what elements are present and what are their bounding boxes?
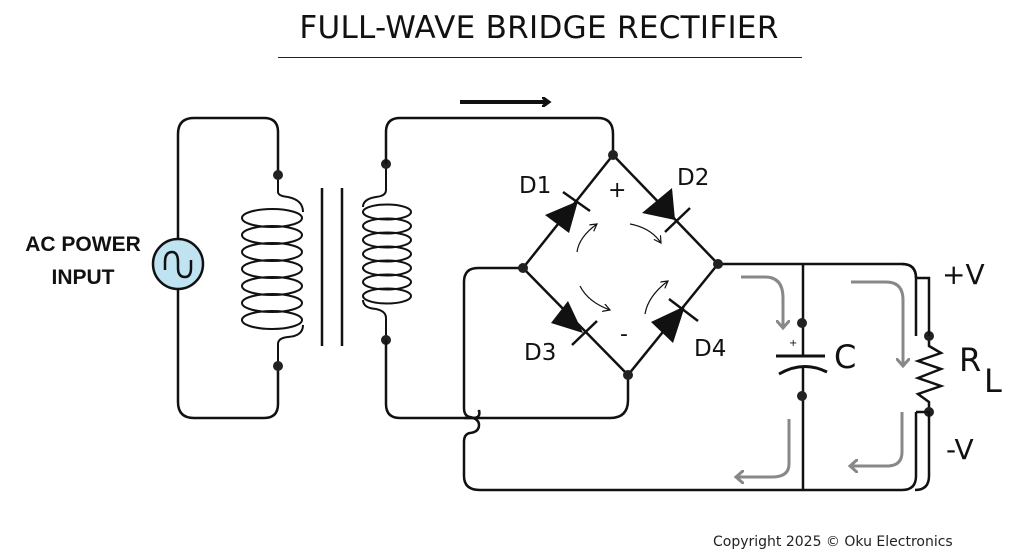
diode-d2-label: D2 — [677, 165, 710, 191]
bridge-plus-label: + — [608, 178, 627, 203]
ac-source-label-line2: INPUT — [51, 266, 115, 289]
flow-arrow-icon — [741, 275, 783, 328]
diode-d4-icon — [651, 298, 699, 343]
current-arrow-icon — [576, 224, 597, 253]
junction-dot — [273, 170, 283, 180]
ac-source — [151, 237, 205, 291]
load-wire — [901, 262, 931, 492]
junction-dot — [518, 263, 528, 273]
junction-dot — [623, 370, 633, 380]
negative-voltage-label: -V — [946, 433, 974, 466]
resistor-icon — [914, 336, 945, 412]
diode-d2-icon — [642, 188, 691, 233]
current-arrow-icon — [644, 281, 668, 315]
diode-d4-label: D4 — [694, 336, 727, 362]
junction-dot — [273, 361, 283, 371]
flow-arrow-icon — [736, 419, 791, 477]
diode-d3-label: D3 — [524, 340, 557, 366]
junction-dot — [608, 150, 618, 160]
secondary-circuit-wire — [384, 116, 918, 492]
resistor-label: R — [959, 341, 982, 379]
capacitor-label: C — [834, 338, 857, 376]
current-arrow-icon — [579, 285, 610, 310]
title-underline — [278, 57, 802, 58]
page-title: FULL-WAVE BRIDGE RECTIFIER — [299, 10, 779, 46]
secondary-coil-icon — [362, 165, 412, 340]
diode-d1-icon — [545, 190, 591, 233]
resistor-subscript: L — [984, 362, 1002, 400]
junction-dot — [797, 391, 807, 401]
flow-arrow-icon — [851, 280, 903, 366]
capacitor-polarity-label: + — [789, 338, 798, 349]
primary-coil-icon — [241, 172, 304, 366]
junction-dot — [713, 259, 723, 269]
ac-source-label-line1: AC POWER — [25, 233, 141, 256]
ac-sine-icon — [163, 250, 193, 279]
positive-voltage-label: +V — [942, 258, 985, 291]
current-arrow-icon — [629, 223, 661, 243]
copyright-notice: Copyright 2025 © Oku Electronics — [713, 534, 953, 550]
bridge-minus-label: - — [620, 322, 628, 347]
capacitor-icon — [776, 323, 828, 396]
junction-dot — [797, 318, 807, 328]
flow-arrow-icon — [850, 412, 904, 466]
diode-d1-label: D1 — [519, 173, 552, 199]
iron-core-icon — [320, 188, 344, 346]
diode-d3-icon — [551, 301, 598, 346]
